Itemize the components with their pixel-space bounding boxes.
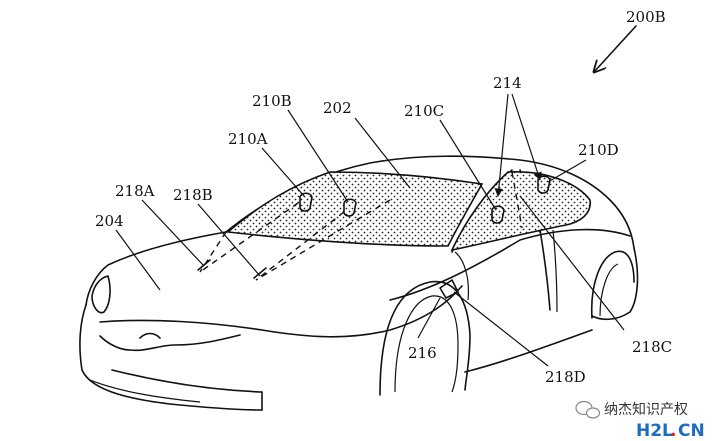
field-of-view-cones xyxy=(197,199,391,281)
ref-202: 202 xyxy=(323,99,352,117)
wechat-icon xyxy=(575,400,601,419)
watermark: 纳杰知识产权 H2L . CN xyxy=(575,400,705,441)
sensor-210A xyxy=(299,192,313,212)
ref-214: 214 xyxy=(493,74,522,92)
ref-210C: 210C xyxy=(404,102,444,120)
ref-218B: 218B xyxy=(173,186,213,204)
ref-218D: 218D xyxy=(545,368,586,386)
sensor-210C xyxy=(491,205,505,224)
watermark-h2l-text: H2L xyxy=(636,421,673,441)
watermark-cn-domain: CN xyxy=(678,421,705,441)
watermark-cn-text: 纳杰知识产权 xyxy=(604,401,688,418)
watermark-dot: . xyxy=(670,421,676,441)
side-window-glass xyxy=(450,171,591,252)
window-division-dashed xyxy=(511,171,523,229)
ref-218C: 218C xyxy=(632,338,672,356)
ref-218A: 218A xyxy=(115,182,155,200)
sensor-210B xyxy=(343,198,357,217)
figure-label-200B: 200B xyxy=(626,8,666,26)
leader-lines xyxy=(115,25,637,367)
ref-210D: 210D xyxy=(578,141,619,159)
ref-216: 216 xyxy=(408,344,437,362)
sensor-216 xyxy=(439,279,459,299)
ref-210B: 210B xyxy=(252,92,292,110)
ref-204: 204 xyxy=(95,212,124,230)
ref-210A: 210A xyxy=(228,130,268,148)
